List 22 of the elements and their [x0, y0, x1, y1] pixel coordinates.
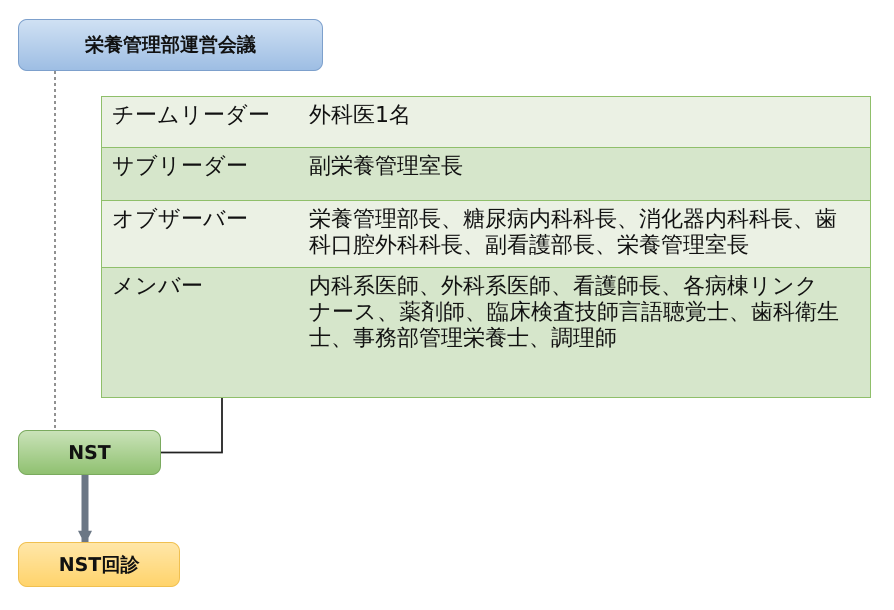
team-table — [101, 96, 871, 398]
role-text: メンバー — [111, 273, 204, 302]
rounds-box — [18, 542, 180, 587]
connector-line — [161, 398, 223, 454]
member-text: 外科医1名 — [309, 102, 412, 130]
box-label: NST — [68, 442, 111, 464]
table-row — [102, 200, 870, 268]
member-text: 副栄養管理室長 — [309, 152, 464, 181]
table-row — [102, 148, 870, 201]
table-row — [102, 268, 870, 397]
box-label: NST回診 — [58, 552, 140, 578]
table-row — [102, 97, 870, 148]
role-text: オブザーバー — [111, 206, 249, 234]
arrow — [78, 475, 92, 545]
role-text: サブリーダー — [111, 152, 249, 181]
connector-line — [54, 70, 56, 430]
nst-box — [18, 430, 161, 475]
member-text: 内科系医師、外科系医師、看護師長、各病棟リンクナース、薬剤師、臨床検査技師言語聴覚士、歯科衛生士、事務部管理栄養士、調理師 — [309, 273, 839, 354]
member-text: 栄養管理部長、糖尿病内科科長、消化器内科科長、歯科口腔外科科長、副看護部長、栄養管理室長 — [309, 206, 838, 260]
role-text: チームリーダー — [111, 102, 271, 130]
meeting-box — [18, 19, 323, 71]
box-label: 栄養管理部運営会議 — [85, 33, 256, 58]
